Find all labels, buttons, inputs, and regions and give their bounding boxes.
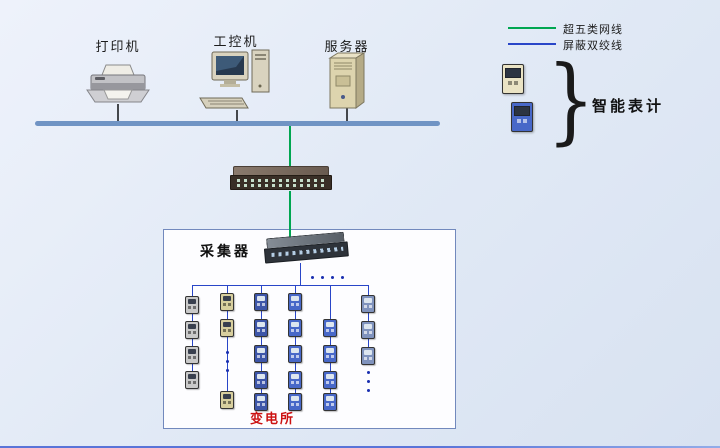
- meter-icon: [361, 347, 375, 365]
- ellipsis-dot: [331, 276, 334, 279]
- meter-icon: [185, 371, 199, 389]
- wire-blue: [368, 285, 369, 356]
- meter-icon: [254, 371, 268, 389]
- cat5-line-label: 超五类网线: [563, 23, 623, 36]
- wire-blue: [295, 285, 296, 402]
- printer-label: 打印机: [95, 40, 141, 55]
- ellipsis-dot: [226, 351, 229, 354]
- meter-keys: [512, 119, 532, 123]
- wire-dark: [346, 108, 348, 121]
- meter-icon: [361, 295, 375, 313]
- smart-meter-icon: [511, 102, 533, 132]
- wire-blue: [192, 285, 369, 286]
- substation-label: 变电所: [250, 412, 296, 427]
- meter-screen: [514, 106, 530, 116]
- smart-meter-icon: [502, 64, 524, 94]
- wire-blue: [330, 285, 331, 402]
- meter-icon: [323, 371, 337, 389]
- server-icon: [324, 52, 370, 114]
- wire-green: [289, 126, 291, 168]
- substation-box: [163, 229, 456, 429]
- switch-top-face: [233, 166, 329, 175]
- cat5-line-swatch: [508, 27, 556, 29]
- server-label: 服务器: [324, 40, 370, 55]
- meter-icon: [185, 296, 199, 314]
- stp-line-swatch: [508, 43, 556, 45]
- computer-graphic: [199, 49, 270, 109]
- ellipsis-dot: [341, 276, 344, 279]
- collector-label: 采集器: [200, 244, 251, 260]
- meter-icon: [288, 319, 302, 337]
- meter-icon: [361, 321, 375, 339]
- ellipsis-dot: [226, 360, 229, 363]
- ellipsis-dot: [367, 371, 370, 374]
- computer-icon: [196, 48, 280, 118]
- switch-ports: [230, 175, 332, 190]
- meter-icon: [254, 319, 268, 337]
- network-switch-icon: [230, 166, 332, 190]
- meter-icon: [254, 393, 268, 411]
- meter-icon: [288, 371, 302, 389]
- meter-screen: [505, 68, 521, 78]
- wire-bus: [35, 121, 440, 126]
- computer-label: 工控机: [213, 35, 259, 50]
- wire-dark: [117, 104, 119, 121]
- ellipsis-dot: [367, 380, 370, 383]
- bottom-edge-line: [0, 446, 720, 448]
- ellipsis-dot: [311, 276, 314, 279]
- ellipsis-dot: [321, 276, 324, 279]
- brace-glyph: }: [546, 46, 595, 155]
- meter-icon: [254, 345, 268, 363]
- smart-meter-label: 智能表计: [592, 97, 665, 115]
- meter-icon: [220, 293, 234, 311]
- wire-green: [289, 191, 291, 238]
- ellipsis-dot: [367, 389, 370, 392]
- wire-dark: [236, 110, 238, 121]
- ellipsis-dot: [226, 369, 229, 372]
- meter-icon: [288, 393, 302, 411]
- wire-blue: [261, 285, 262, 402]
- meter-icon: [288, 345, 302, 363]
- meter-icon: [254, 293, 268, 311]
- meter-icon: [323, 345, 337, 363]
- printer-graphic: [86, 64, 150, 103]
- wire-blue: [227, 285, 228, 400]
- printer-icon: [84, 64, 152, 114]
- server-graphic: [328, 52, 366, 109]
- meter-icon: [220, 391, 234, 409]
- meter-icon: [220, 319, 234, 337]
- meter-keys: [503, 81, 523, 85]
- meter-icon: [185, 321, 199, 339]
- meter-icon: [323, 393, 337, 411]
- stp-line-label: 屏蔽双绞线: [563, 39, 623, 52]
- meter-icon: [185, 346, 199, 364]
- meter-icon: [323, 319, 337, 337]
- wire-blue: [300, 263, 301, 285]
- meter-icon: [288, 293, 302, 311]
